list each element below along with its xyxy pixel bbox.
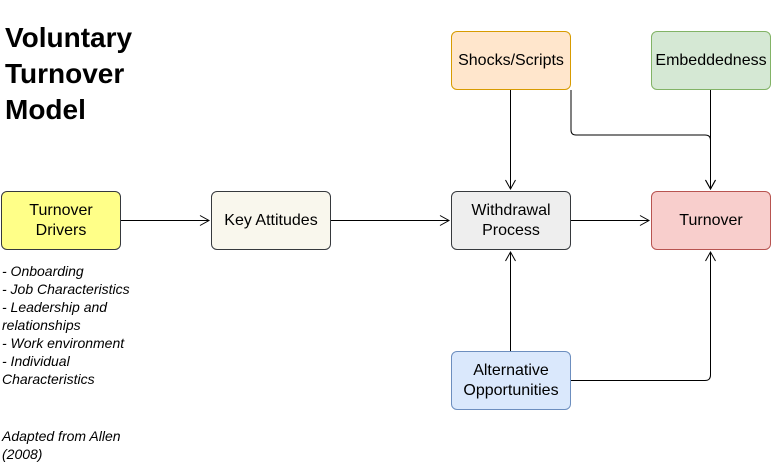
- list-item: - Onboarding: [2, 263, 84, 279]
- node-label: Opportunities: [463, 381, 559, 399]
- node-turnover[interactable]: Turnover: [651, 191, 771, 250]
- diagram-title: Voluntary Turnover Model: [5, 20, 132, 128]
- drivers-list: - Onboarding - Job Characteristics - Lea…: [2, 262, 152, 388]
- list-item: - Job Characteristics: [2, 281, 130, 297]
- node-key-attitudes[interactable]: Key Attitudes: [211, 191, 331, 250]
- node-label: Drivers: [35, 221, 87, 239]
- node-label: Alternative: [473, 361, 549, 379]
- node-label: Turnover: [679, 211, 743, 229]
- node-withdrawal-process[interactable]: Withdrawal Process: [451, 191, 571, 250]
- title-line: Model: [5, 94, 86, 125]
- node-label: Embeddedness: [655, 51, 767, 69]
- node-label: Key Attitudes: [224, 211, 318, 229]
- node-label: Turnover: [29, 201, 93, 219]
- node-turnover-drivers[interactable]: Turnover Drivers: [1, 191, 121, 250]
- source-note: Adapted from Allen (2008): [2, 428, 121, 462]
- list-item: - Leadership and relationships: [2, 299, 108, 333]
- node-shocks-scripts[interactable]: Shocks/Scripts: [451, 31, 571, 90]
- node-alternative-opportunities[interactable]: Alternative Opportunities: [451, 351, 571, 410]
- edge-shocks-to-turnover: [570, 90, 716, 191]
- node-label: Process: [482, 221, 540, 239]
- node-label: Withdrawal: [471, 201, 551, 219]
- title-line: Turnover: [5, 58, 125, 89]
- edge-alternatives-to-turnover: [571, 250, 716, 381]
- node-embeddedness[interactable]: Embeddedness: [651, 31, 771, 90]
- title-line: Voluntary: [5, 22, 133, 53]
- node-label: Shocks/Scripts: [458, 51, 564, 69]
- list-item: - Individual Characteristics: [2, 353, 95, 387]
- list-item: - Work environment: [2, 335, 125, 351]
